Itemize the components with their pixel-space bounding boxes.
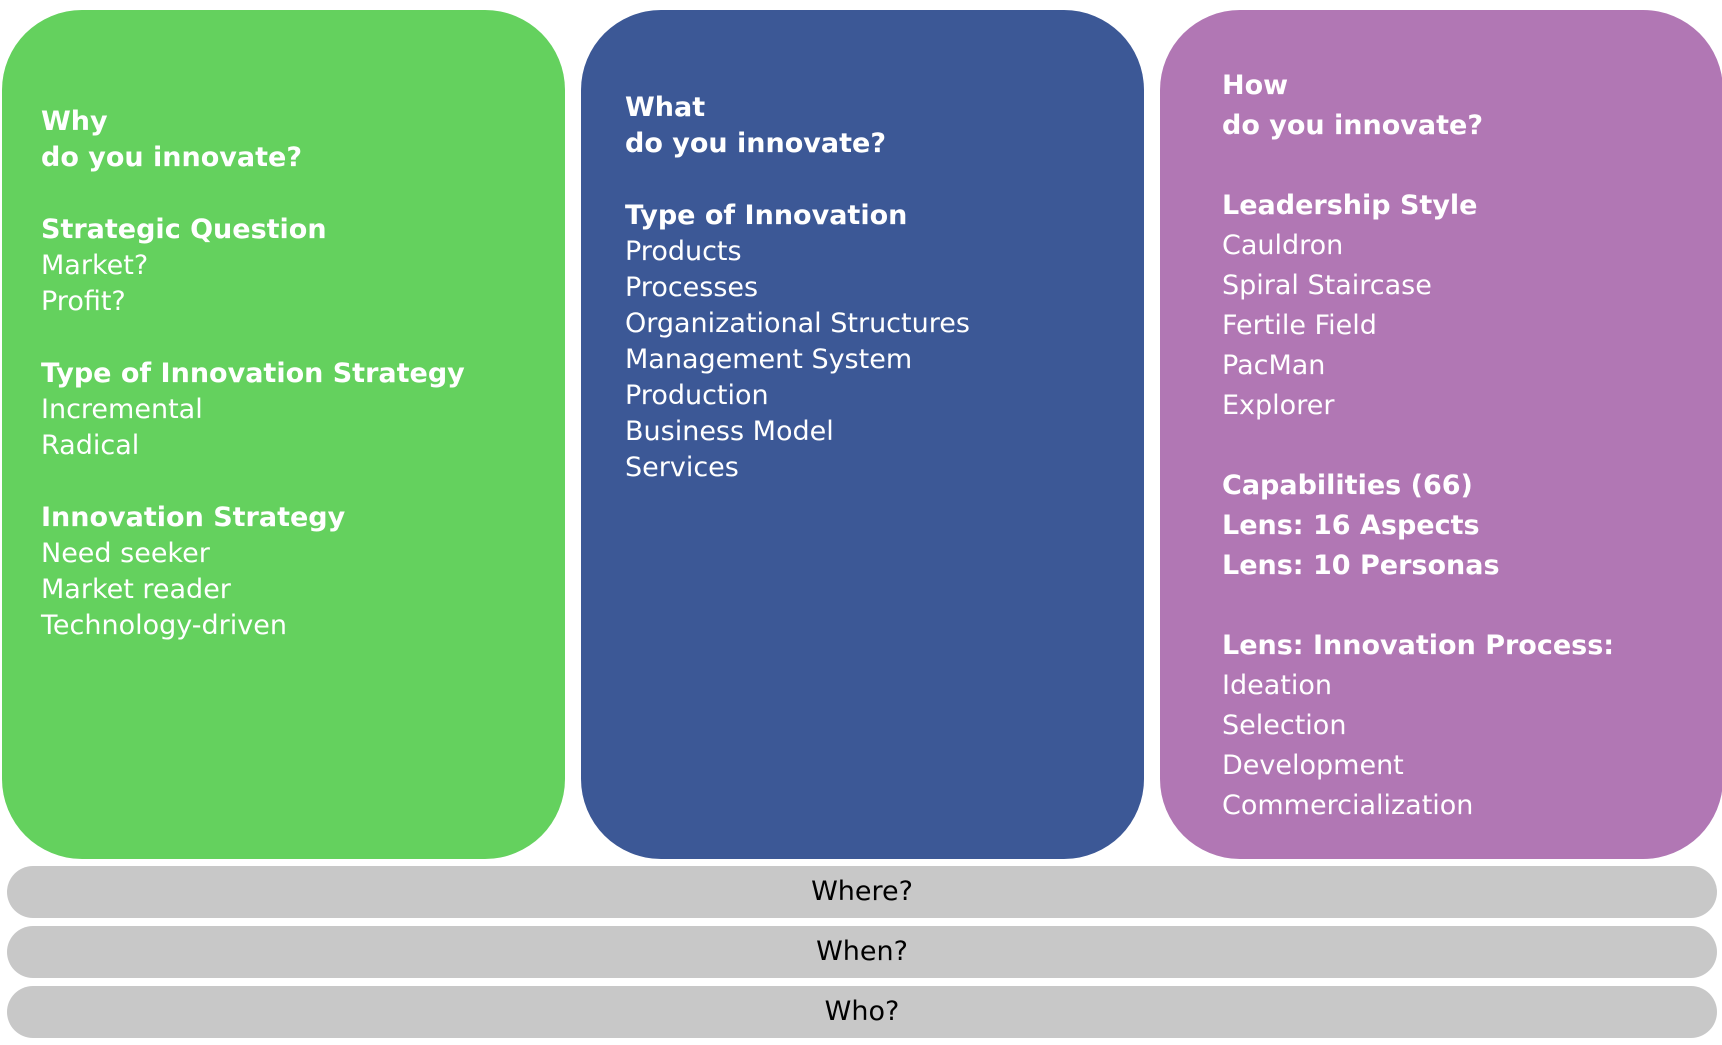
capabilities-line: Capabilities (66) [1222,470,1473,501]
spacer [41,464,565,500]
spacer [1222,146,1722,186]
process-heading: Lens: Innovation Process: [1222,630,1615,661]
leadership-item: Fertile Field [1222,310,1377,341]
capabilities-line: Lens: 10 Personas [1222,550,1500,581]
strategy-type-item: Radical [41,430,140,461]
spacer [41,320,565,356]
spacer [625,162,1144,198]
innovation-type-item: Organizational Structures [625,308,970,339]
innovation-type-item: Production [625,380,769,411]
innovation-type-item: Processes [625,272,759,303]
how-title-line2: do you innovate? [1222,110,1483,141]
why-title-line1: Why [41,106,108,137]
spacer [41,176,565,212]
leadership-item: PacMan [1222,350,1326,381]
why-panel: Why do you innovate? Strategic Question … [2,10,565,859]
innovation-type-item: Management System [625,344,913,375]
strategic-question-heading: Strategic Question [41,214,327,245]
strategic-question-item: Profit? [41,286,126,317]
leadership-heading: Leadership Style [1222,190,1478,221]
innovation-type-item: Services [625,452,739,483]
innovation-type-heading: Type of Innovation [625,200,908,231]
process-item: Development [1222,750,1404,781]
strategic-question-item: Market? [41,250,149,281]
leadership-item: Spiral Staircase [1222,270,1432,301]
innovation-type-item: Products [625,236,742,267]
where-bar: Where? [7,866,1717,918]
when-bar: When? [7,926,1717,978]
capabilities-line: Lens: 16 Aspects [1222,510,1480,541]
process-item: Ideation [1222,670,1332,701]
strategy-type-heading: Type of Innovation Strategy [41,358,465,389]
spacer [1222,586,1722,626]
how-panel: How do you innovate? Leadership Style Ca… [1160,10,1722,859]
what-title-line1: What [625,92,706,123]
what-panel: What do you innovate? Type of Innovation… [581,10,1144,859]
leadership-item: Cauldron [1222,230,1344,261]
process-item: Commercialization [1222,790,1474,821]
innovation-strategy-item: Technology-driven [41,610,287,641]
strategy-type-item: Incremental [41,394,203,425]
innovation-type-item: Business Model [625,416,834,447]
innovation-strategy-heading: Innovation Strategy [41,502,346,533]
innovation-strategy-item: Market reader [41,574,231,605]
how-title-line1: How [1222,70,1289,101]
spacer [1222,426,1722,466]
process-item: Selection [1222,710,1347,741]
why-title-line2: do you innovate? [41,142,302,173]
what-title-line2: do you innovate? [625,128,886,159]
innovation-strategy-item: Need seeker [41,538,210,569]
who-bar: Who? [7,986,1717,1038]
leadership-item: Explorer [1222,390,1335,421]
